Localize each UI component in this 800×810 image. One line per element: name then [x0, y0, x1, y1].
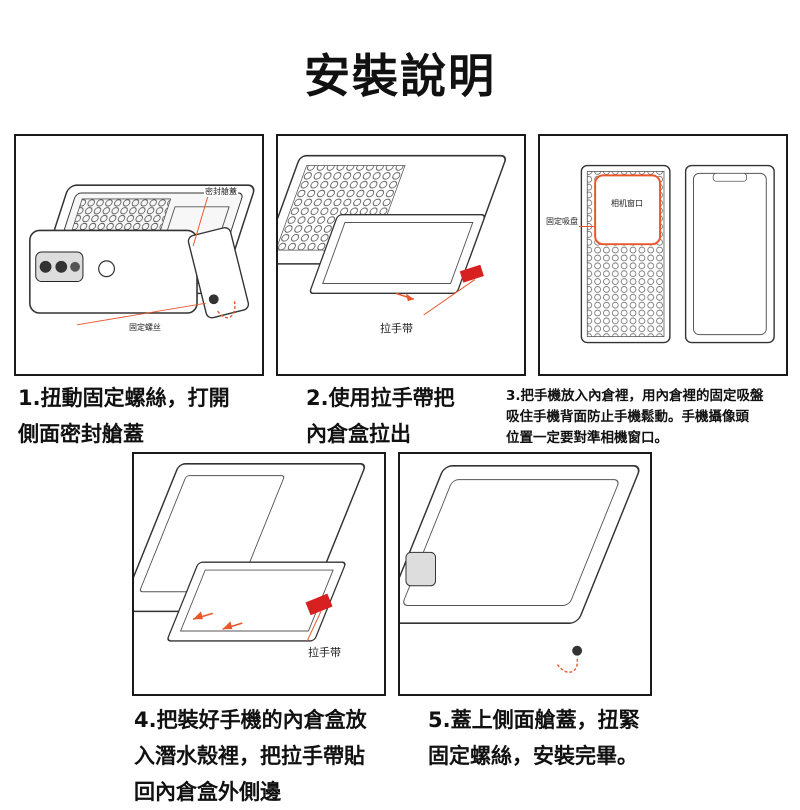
pull-out-tray-drawing: [278, 136, 524, 374]
caption-line: 入潛水殼裡，把拉手帶貼: [134, 738, 367, 774]
housing-closed-drawing: [400, 454, 650, 694]
step1-illustration: 密封艙蓋 固定螺丝: [14, 134, 264, 376]
caption-line: 2.使用拉手帶把: [306, 380, 455, 416]
label-pull-strap: 拉手带: [378, 320, 415, 336]
caption-line: 固定螺絲，安裝完畢。: [428, 738, 640, 774]
caption-line: 側面密封艙蓋: [18, 416, 230, 452]
step4-illustration: 拉手带: [132, 452, 386, 696]
caption-line: 5.蓋上側面艙蓋，扭緊: [428, 702, 640, 738]
step5-caption: 5.蓋上側面艙蓋，扭緊 固定螺絲，安裝完畢。: [428, 702, 640, 774]
step4-caption: 4.把裝好手機的內倉盒放 入潛水殼裡，把拉手帶貼 回內倉盒外側邊: [134, 702, 367, 810]
step1-caption: 1.扭動固定螺絲，打開 側面密封艙蓋: [18, 380, 230, 452]
caption-line: 3.把手機放入內倉裡，用內倉裡的固定吸盤: [506, 386, 764, 407]
step5-illustration: [398, 452, 652, 696]
label-camera-window: 相机窗口: [610, 198, 644, 209]
caption-line: 位置一定要對準相機窗口。: [506, 428, 764, 449]
step2-illustration: 拉手带: [276, 134, 526, 376]
caption-line: 4.把裝好手機的內倉盒放: [134, 702, 367, 738]
page-title: 安裝說明: [0, 40, 800, 106]
step3-caption: 3.把手機放入內倉裡，用內倉裡的固定吸盤 吸住手機背面防止手機鬆動。手機攝像頭 …: [506, 386, 764, 449]
caption-line: 回內倉盒外側邊: [134, 774, 367, 810]
label-pull-strap: 拉手带: [306, 644, 343, 660]
label-fixing-screw: 固定螺丝: [128, 322, 162, 333]
label-seal-cover: 密封艙蓋: [204, 186, 238, 197]
step3-illustration: 固定吸盘 相机窗口: [538, 134, 788, 376]
caption-line: 1.扭動固定螺絲，打開: [18, 380, 230, 416]
step2-caption: 2.使用拉手帶把 內倉盒拉出: [306, 380, 455, 452]
phone-in-tray-drawing: [540, 136, 786, 374]
insert-tray-drawing: [134, 454, 384, 694]
caption-line: 內倉盒拉出: [306, 416, 455, 452]
label-suction-cup: 固定吸盘: [545, 216, 579, 227]
caption-line: 吸住手機背面防止手機鬆動。手機攝像頭: [506, 407, 764, 428]
housing-open-cover-drawing: [16, 136, 262, 374]
